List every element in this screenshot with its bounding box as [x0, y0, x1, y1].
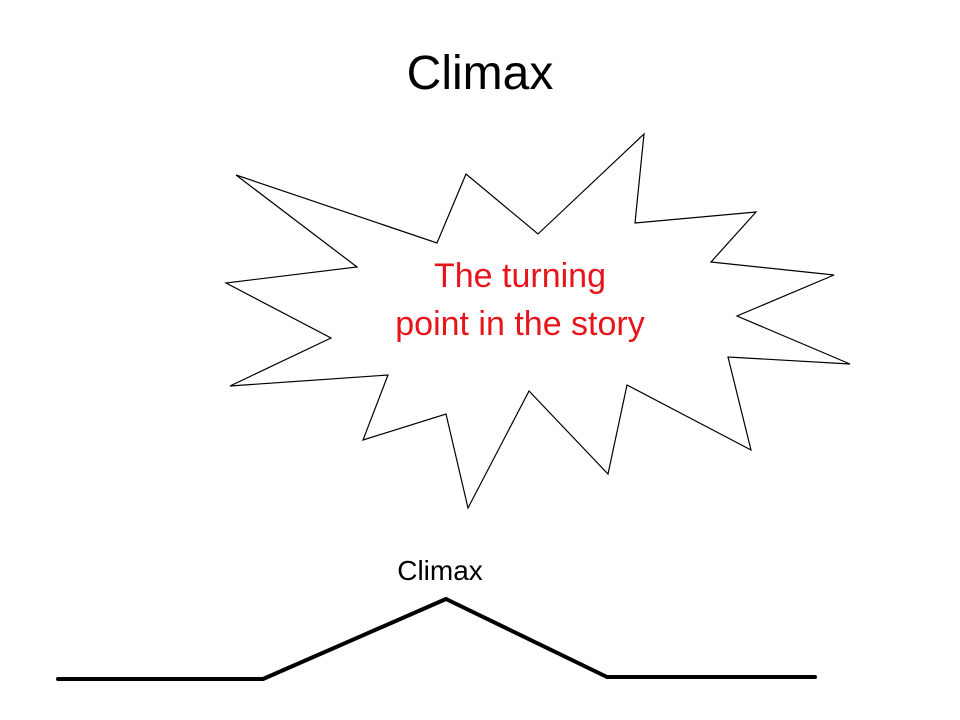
plot-rising-action-segment — [261, 597, 448, 681]
plot-falling-action-segment — [444, 597, 609, 679]
burst-caption-line-2: point in the story — [395, 305, 645, 343]
plot-climax-label: Climax — [397, 555, 483, 586]
burst-caption-line-1: The turning — [434, 257, 606, 295]
slide-title: Climax — [406, 47, 554, 100]
burst-caption: The turning point in the story — [330, 252, 710, 348]
